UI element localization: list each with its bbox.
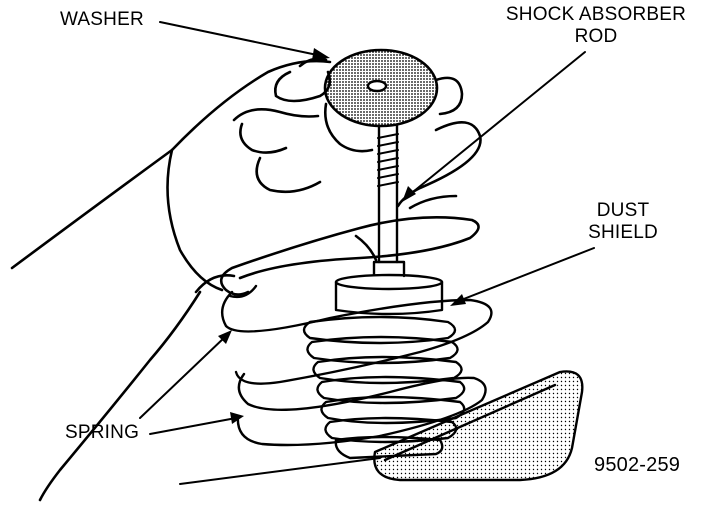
shock-absorber-rod-label: SHOCK ABSORBER ROD (496, 4, 696, 48)
leader-lines (139, 21, 595, 485)
dust-shield-label-line2: SHIELD (588, 222, 658, 243)
arrowheads (218, 48, 466, 424)
spring-leader-lower (149, 417, 237, 435)
spring-arrowhead-upper (218, 330, 232, 344)
washer (323, 48, 439, 128)
shock-absorber-rod-label-line1: SHOCK ABSORBER (505, 4, 687, 25)
dust-shield-leader (455, 247, 595, 303)
dust-shield-label: DUST SHIELD (583, 200, 663, 244)
shock-absorber-rod-label-line2: ROD (574, 26, 618, 47)
hand (10, 57, 482, 502)
spring-label: SPRING (65, 422, 140, 443)
coil-spring (219, 216, 493, 447)
spring-leader-upper (139, 335, 227, 419)
figure-number: 9502-259 (594, 454, 681, 476)
washer-leader (159, 21, 323, 57)
dust-shield-label-line1: DUST (596, 200, 650, 221)
dust-shield (334, 260, 444, 316)
shock-rod-arrowhead (402, 186, 416, 202)
dust-shield-arrowhead (450, 294, 466, 306)
shock-rod-leader (407, 51, 586, 197)
spring-arrowhead-lower (230, 412, 244, 424)
washer-label: WASHER (60, 9, 144, 30)
bottom-leader (179, 457, 381, 485)
mount-bracket (373, 370, 584, 482)
washer-arrowhead (312, 48, 330, 60)
